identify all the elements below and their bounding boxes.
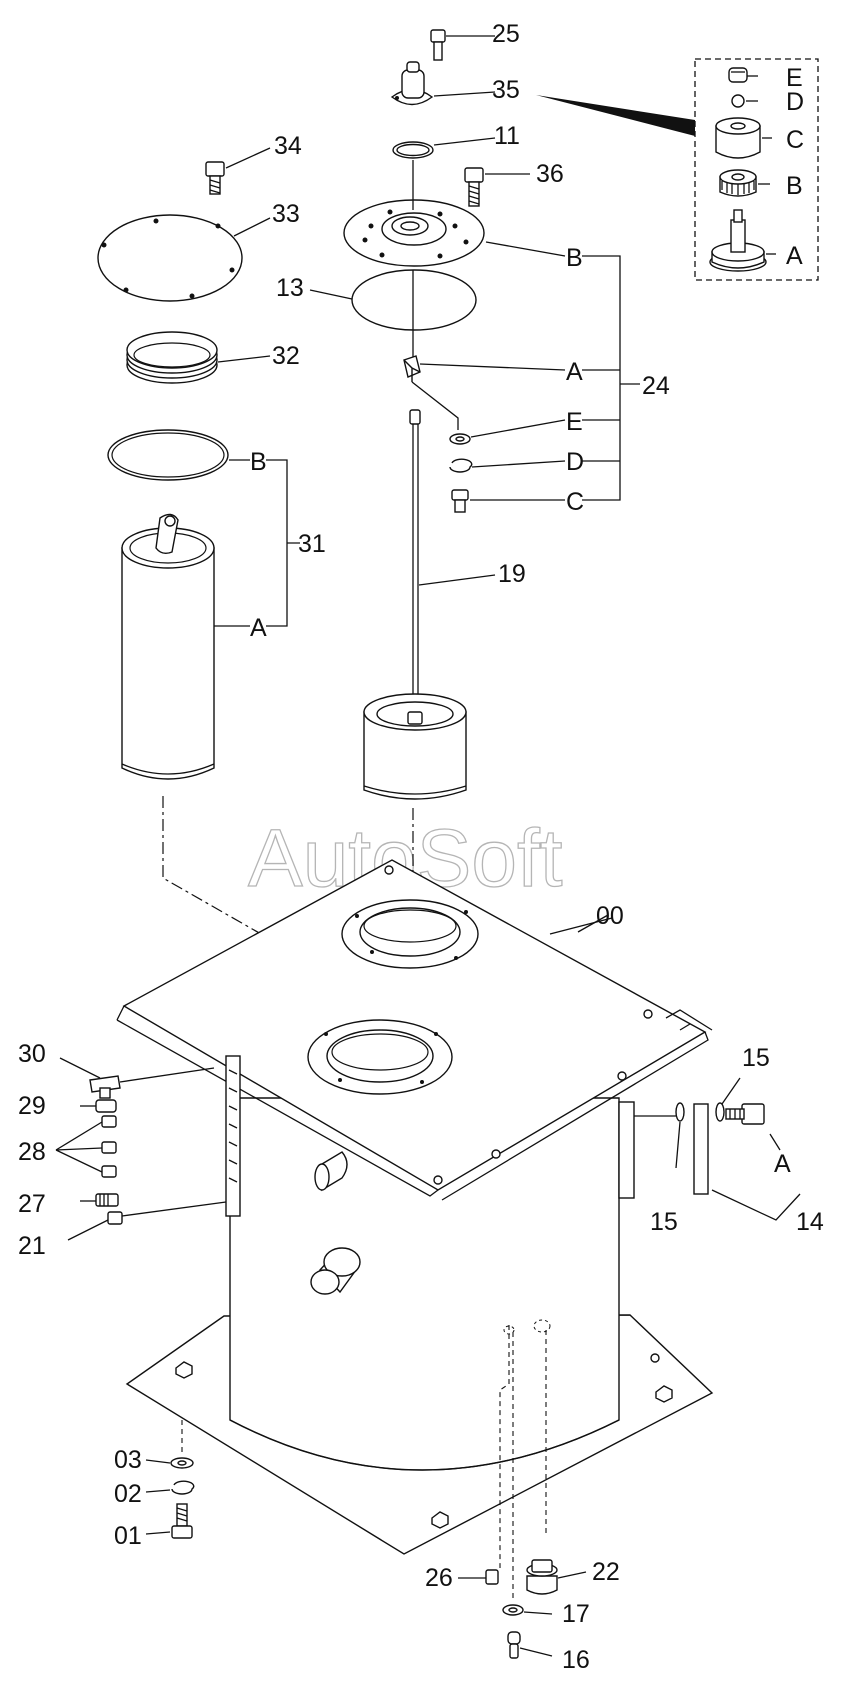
label-11: 11 [494,122,520,150]
part-15-washers [634,1077,741,1169]
label-32: 32 [272,342,300,370]
part-33-cover [97,214,271,302]
inset-cap-e [728,67,758,83]
label-15-top: 15 [742,1044,770,1072]
inset-nut-d [731,94,758,108]
hidden-line-26 [499,1325,510,1568]
label-25: 25 [492,20,520,48]
label-15-bottom: 15 [650,1208,678,1236]
label-00: 00 [596,902,624,930]
label-02: 02 [114,1480,142,1508]
part-29-elbow [80,1099,117,1113]
part-suction-strainer [363,693,467,800]
part-28-adapters [55,1115,117,1178]
label-inset-e: E [786,64,803,92]
part-30-tee-fitting [59,1057,215,1099]
label-inset-c: C [786,126,804,154]
label-34: 34 [274,132,302,160]
label-13: 13 [276,274,304,302]
label-24-c: C [566,488,584,516]
inset-base-a [709,209,776,272]
part-13-gasket [309,269,477,331]
part-24-bracket-a [403,355,566,382]
part-32-spring [126,331,271,384]
part-11-oring [392,137,496,159]
label-31: 31 [298,530,326,558]
label-36: 36 [536,160,564,188]
part-21-fitting [67,1201,227,1241]
label-24-b: B [566,244,583,272]
part-17-washer [502,1604,553,1616]
label-24: 24 [642,372,670,400]
part-27-plug [80,1193,119,1207]
label-24-e: E [566,408,583,436]
label-33: 33 [272,200,300,228]
part-31-filter-element [121,513,250,780]
label-14: 14 [796,1208,824,1236]
inset-gear-b [719,169,770,197]
part-25-bolt [430,29,495,61]
part-24-washer-e [449,419,566,445]
part-03-washer [145,1457,194,1469]
part-24-lockwasher-d [449,458,566,473]
label-03: 03 [114,1446,142,1474]
label-30: 30 [18,1040,46,1068]
part-14-spacer [693,1103,709,1195]
part-24-bolt-c [451,489,565,513]
label-21: 21 [18,1232,46,1260]
label-27: 27 [18,1190,46,1218]
label-inset-a: A [786,242,803,270]
label-01: 01 [114,1522,142,1550]
part-34-bolt [205,147,271,195]
label-31-b: B [250,448,267,476]
part-19-rod [409,409,496,720]
label-17: 17 [562,1600,590,1628]
label-14-a: A [774,1150,791,1178]
label-29: 29 [18,1092,46,1120]
label-inset-b: B [786,172,803,200]
label-28: 28 [18,1138,46,1166]
part-35-breather [390,61,496,106]
part-14-bolt-a [725,1103,781,1151]
part-01-bolt [145,1503,193,1539]
label-31-a: A [250,614,267,642]
part-31-oring-b [107,429,250,481]
label-35: 35 [492,76,520,104]
part-02-lockwasher [145,1480,195,1495]
part-22-drain-plug [526,1559,587,1595]
part-36-bolt [464,167,530,207]
label-19: 19 [498,560,526,588]
label-16: 16 [562,1646,590,1674]
part-16-screw [507,1631,553,1659]
inset-cylinder-c [715,117,772,159]
inset-detail-box: E D C B A [536,58,819,281]
part-26-plug [458,1569,499,1585]
label-26: 26 [425,1564,453,1592]
label-22: 22 [592,1558,620,1586]
label-24-d: D [566,448,584,476]
label-24-a: A [566,358,583,386]
part-24-cover-plate [343,199,566,267]
label-inset-d: D [786,88,804,116]
part-00-tank [116,859,714,1555]
